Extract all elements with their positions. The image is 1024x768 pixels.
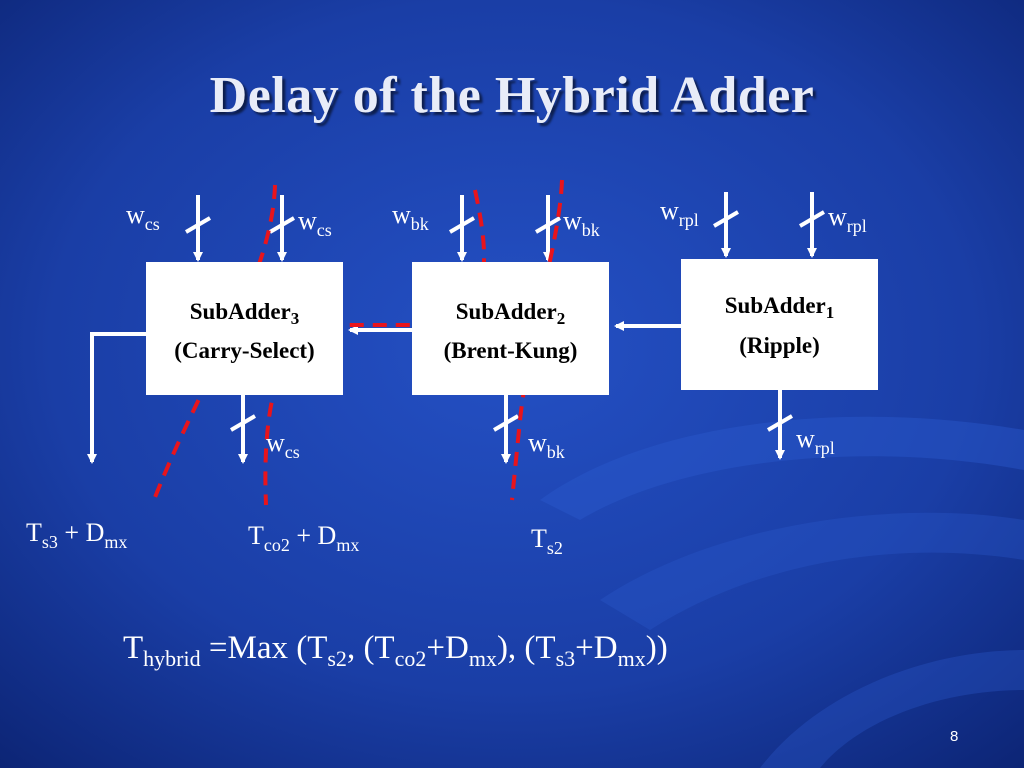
subadder1-type: (Ripple) xyxy=(739,333,820,358)
subadder3-type: (Carry-Select) xyxy=(174,338,315,363)
subadder2-index: 2 xyxy=(556,309,566,328)
bus-slash xyxy=(229,414,257,432)
subadder1-box: SubAdder1 (Ripple) xyxy=(681,259,878,390)
bus-slash xyxy=(268,216,296,234)
label-wrpl-output: wrpl xyxy=(796,424,835,458)
carry-out-arrow xyxy=(87,332,146,464)
label-wrpl-input-left: wrpl xyxy=(660,196,699,230)
timing-ts3-dmx: Ts3 + Dmx xyxy=(26,518,128,552)
subadder3-name: SubAdder xyxy=(189,299,291,324)
page-number: 8 xyxy=(950,728,959,745)
subadder3-box: SubAdder3 (Carry-Select) xyxy=(146,262,343,395)
timing-tco2-dmx: Tco2 + Dmx xyxy=(248,521,360,555)
subadder2-name: SubAdder xyxy=(455,299,557,324)
subadder2-box: SubAdder2 (Brent-Kung) xyxy=(412,262,609,395)
label-wrpl-input-right: wrpl xyxy=(828,202,867,236)
label-wcs-input-right: wcs xyxy=(298,206,332,240)
bus-slash xyxy=(712,210,740,228)
bus-slash xyxy=(798,210,826,228)
label-wcs-input-left: wcs xyxy=(126,200,160,234)
label-wbk-output: wbk xyxy=(528,428,565,462)
bus-slash xyxy=(492,414,520,432)
subadder2-type: (Brent-Kung) xyxy=(443,338,578,363)
bus-slash xyxy=(448,216,476,234)
subadder1-name: SubAdder xyxy=(724,293,826,318)
label-wbk-input-right: wbk xyxy=(563,206,600,240)
hybrid-delay-formula: Thybrid =Max (Ts2, (Tco2+Dmx), (Ts3+Dmx)… xyxy=(123,630,668,671)
slide-title: Delay of the Hybrid Adder xyxy=(209,67,815,124)
bus-slash xyxy=(534,216,562,234)
subadder1-index: 1 xyxy=(825,303,835,322)
subadder3-index: 3 xyxy=(290,309,300,328)
bus-slash xyxy=(184,216,212,234)
bus-slash xyxy=(766,414,794,432)
label-wcs-output: wcs xyxy=(266,428,300,462)
label-wbk-input-left: wbk xyxy=(392,200,429,234)
timing-ts2: Ts2 xyxy=(531,524,563,558)
